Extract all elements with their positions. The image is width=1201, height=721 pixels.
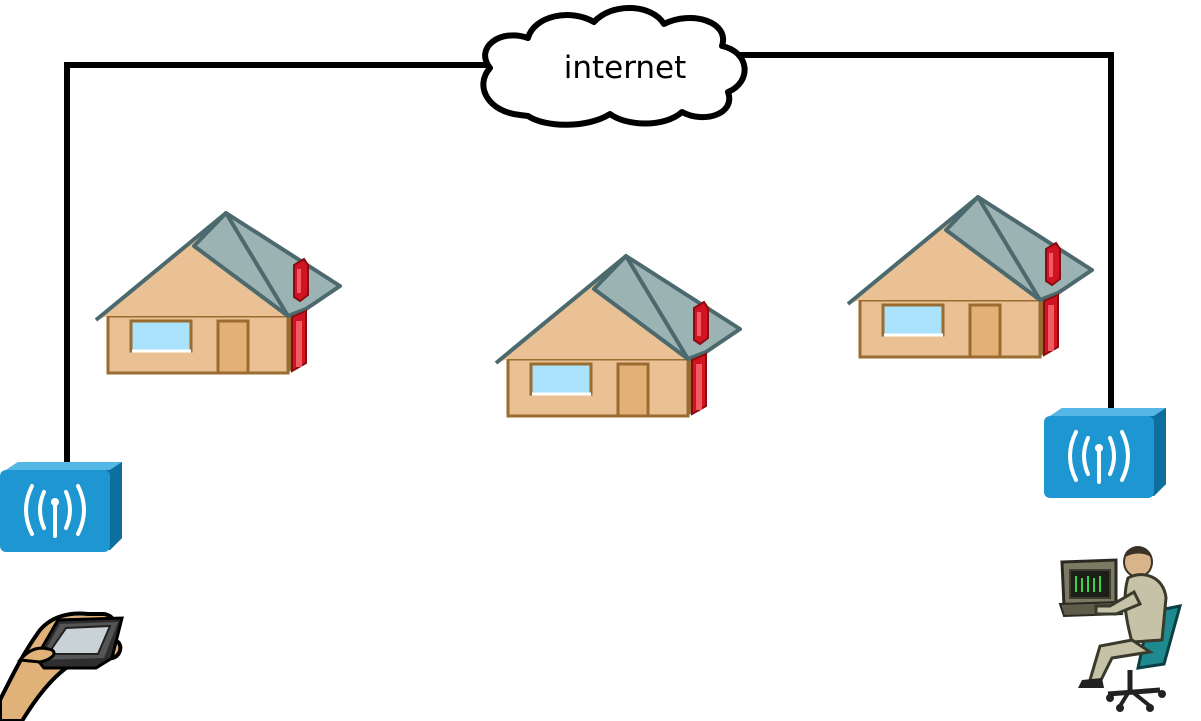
user-at-workstation-icon — [1058, 546, 1183, 712]
house-center — [494, 254, 742, 418]
right-access-point — [1042, 406, 1168, 500]
cloud-label: internet — [564, 50, 687, 86]
house-right — [846, 195, 1094, 359]
link-internet-to-right-ap — [740, 52, 1114, 410]
internet-cloud: internet — [480, 5, 748, 128]
cloud-icon — [480, 5, 748, 128]
house-icon — [494, 254, 742, 418]
house-left — [94, 211, 342, 375]
network-links — [64, 52, 1114, 462]
handheld-device-icon — [0, 611, 124, 721]
house-icon — [94, 211, 342, 375]
wireless-access-point-icon — [1042, 406, 1168, 500]
link-left-ap-to-internet — [64, 62, 490, 462]
left-access-point — [0, 460, 124, 554]
house-icon — [846, 195, 1094, 359]
wireless-access-point-icon — [0, 460, 124, 554]
